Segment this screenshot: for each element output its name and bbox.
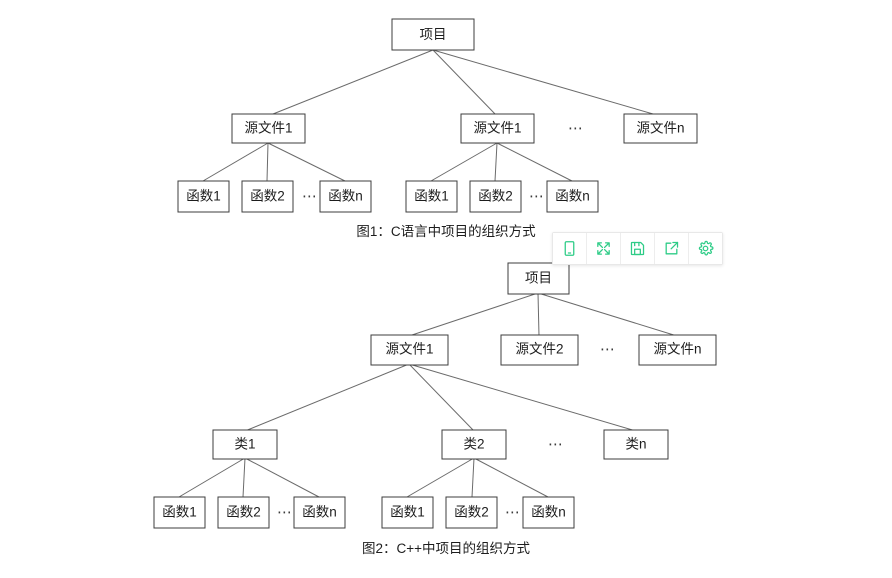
node-source-file[interactable]: 源文件1 bbox=[460, 113, 535, 144]
node-source-file[interactable]: 源文件1 bbox=[231, 113, 306, 144]
ellipsis: ⋯ bbox=[600, 341, 616, 358]
settings-button[interactable] bbox=[689, 233, 722, 264]
figure-1-caption: 图1：C语言中项目的组织方式 bbox=[356, 224, 536, 239]
share-arrow-icon bbox=[663, 240, 680, 257]
svg-text:源文件1: 源文件1 bbox=[244, 121, 292, 136]
edge bbox=[408, 363, 475, 432]
node-source-file[interactable]: 源文件n bbox=[638, 334, 717, 366]
svg-text:函数2: 函数2 bbox=[478, 189, 513, 204]
svg-text:类2: 类2 bbox=[463, 437, 484, 452]
node-class[interactable]: 类2 bbox=[441, 429, 507, 460]
svg-text:函数2: 函数2 bbox=[454, 505, 489, 520]
node-function[interactable]: 函数1 bbox=[405, 180, 458, 213]
ellipsis: ⋯ bbox=[548, 436, 564, 453]
edge bbox=[244, 363, 410, 432]
expand-arrows-icon bbox=[595, 240, 612, 257]
mobile-preview-button[interactable] bbox=[553, 233, 587, 264]
node-function[interactable]: 函数2 bbox=[217, 496, 270, 529]
node-project[interactable]: 项目 bbox=[507, 262, 570, 295]
svg-text:函数n: 函数n bbox=[302, 505, 337, 520]
edge bbox=[537, 292, 540, 337]
node-source-file[interactable]: 源文件n bbox=[623, 113, 698, 144]
edge bbox=[471, 457, 475, 498]
edge bbox=[178, 457, 246, 498]
edge bbox=[537, 292, 678, 337]
svg-text:项目: 项目 bbox=[525, 271, 552, 286]
node-function[interactable]: 函数2 bbox=[241, 180, 294, 213]
edge bbox=[430, 142, 498, 182]
svg-text:函数2: 函数2 bbox=[250, 189, 285, 204]
save-button[interactable] bbox=[621, 233, 655, 264]
edge bbox=[406, 457, 475, 498]
node-class[interactable]: 类1 bbox=[212, 429, 278, 460]
svg-text:函数1: 函数1 bbox=[186, 189, 221, 204]
svg-text:函数n: 函数n bbox=[555, 189, 590, 204]
svg-text:函数1: 函数1 bbox=[390, 505, 425, 520]
edge bbox=[267, 49, 434, 117]
edge bbox=[266, 142, 269, 182]
edge bbox=[432, 49, 498, 117]
fullscreen-button[interactable] bbox=[587, 233, 621, 264]
svg-text:项目: 项目 bbox=[420, 27, 447, 42]
figure-2-caption: 图2：C++中项目的组织方式 bbox=[361, 541, 531, 556]
floppy-disk-icon bbox=[629, 240, 646, 257]
node-function[interactable]: 函数n bbox=[546, 180, 599, 213]
node-class[interactable]: 类n bbox=[603, 429, 669, 460]
svg-text:函数1: 函数1 bbox=[162, 505, 197, 520]
gear-icon bbox=[697, 240, 714, 257]
ellipsis: ⋯ bbox=[277, 504, 293, 521]
svg-text:源文件1: 源文件1 bbox=[385, 342, 433, 357]
node-source-file[interactable]: 源文件1 bbox=[370, 334, 449, 366]
svg-text:源文件1: 源文件1 bbox=[473, 121, 521, 136]
edge bbox=[408, 363, 637, 432]
svg-text:源文件2: 源文件2 bbox=[515, 342, 563, 357]
edge bbox=[202, 142, 269, 182]
node-project[interactable]: 项目 bbox=[391, 18, 475, 51]
share-export-button[interactable] bbox=[655, 233, 689, 264]
edge bbox=[267, 142, 346, 182]
node-function[interactable]: 函数1 bbox=[177, 180, 230, 213]
edge bbox=[408, 292, 539, 337]
svg-text:函数n: 函数n bbox=[328, 189, 363, 204]
edge bbox=[432, 49, 661, 117]
node-function[interactable]: 函数n bbox=[293, 496, 346, 529]
svg-text:函数1: 函数1 bbox=[414, 189, 449, 204]
svg-text:类n: 类n bbox=[625, 437, 646, 452]
node-function[interactable]: 函数1 bbox=[381, 496, 434, 529]
ellipsis: ⋯ bbox=[568, 120, 584, 137]
svg-text:函数n: 函数n bbox=[531, 505, 566, 520]
ellipsis: ⋯ bbox=[505, 504, 521, 521]
node-source-file[interactable]: 源文件2 bbox=[500, 334, 579, 366]
svg-text:源文件n: 源文件n bbox=[636, 121, 684, 136]
ellipsis: ⋯ bbox=[302, 188, 318, 205]
node-function[interactable]: 函数n bbox=[522, 496, 575, 529]
node-function[interactable]: 函数n bbox=[319, 180, 372, 213]
node-function[interactable]: 函数2 bbox=[469, 180, 522, 213]
ellipsis: ⋯ bbox=[529, 188, 545, 205]
edge bbox=[473, 457, 549, 498]
edge bbox=[244, 457, 320, 498]
edge bbox=[242, 457, 246, 498]
mobile-icon bbox=[561, 240, 578, 257]
edge bbox=[494, 142, 498, 182]
node-function[interactable]: 函数2 bbox=[445, 496, 498, 529]
floating-toolbar[interactable] bbox=[552, 232, 723, 265]
edge bbox=[496, 142, 573, 182]
node-function[interactable]: 函数1 bbox=[153, 496, 206, 529]
svg-text:源文件n: 源文件n bbox=[653, 342, 701, 357]
svg-text:函数2: 函数2 bbox=[226, 505, 261, 520]
svg-text:类1: 类1 bbox=[234, 437, 255, 452]
